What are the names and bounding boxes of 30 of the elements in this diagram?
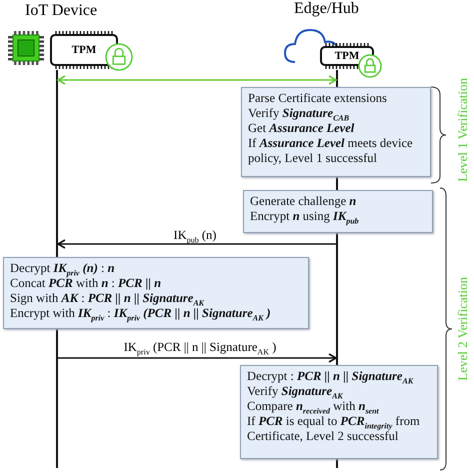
edge-label: IK$_{priv}$ (PCR || n || Signature$_{AK}$ ) — [122, 340, 278, 355]
participant-label: Edge/Hub — [294, 0, 359, 18]
process-box — [241, 87, 431, 177]
step-text: Compare n$_{received}$ with n$_{sent}$ — [247, 399, 380, 414]
process-box — [243, 190, 433, 233]
step-text: Decrypt : PCR || n || Signature$_{AK}$ — [247, 369, 414, 384]
chip-label: TPM — [334, 50, 360, 62]
step-text: Parse Certificate extensions — [248, 91, 388, 106]
edge-label: IK$_{pub}$ (n) — [172, 228, 218, 243]
arrow — [57, 239, 336, 249]
arrow — [57, 75, 337, 85]
step-text: Generate challenge n — [250, 194, 358, 209]
step-text: Verify Signature$_{AK}$ — [247, 384, 344, 399]
process-box — [240, 365, 438, 459]
step-text: Get Assurance Level — [248, 121, 356, 136]
verification-label: Level 2 Verification — [455, 277, 471, 381]
process-box — [3, 257, 309, 329]
step-text: Encrypt n using IK$_{pub}$ — [250, 209, 360, 224]
step-text: If Assurance Level meets device policy, Level 1 successful — [248, 136, 414, 166]
step-text: Concat PCR with n : PCR || n — [10, 276, 162, 291]
tpm-chip — [50, 30, 118, 70]
arrow — [58, 353, 337, 363]
participant-label: IoT Device — [25, 2, 98, 20]
step-text: Sign with AK : PCR || n || Signature$_{AK}$ — [10, 291, 206, 306]
step-text: Decrypt IK$_{priv}$ (n) : n — [10, 261, 116, 276]
step-text: Encrypt with IK$_{priv}$ : IK$_{priv}$ (PCR || n || Signature$_{AK}$ ) — [10, 306, 272, 321]
step-text: Verify Signature$_{CAB}$ — [248, 106, 350, 121]
chip-label: TPM — [70, 44, 98, 56]
step-text: If PCR is equal to PCR$_{integrity}$ from Certificate, Level 2 successful — [247, 414, 421, 444]
verification-label: Level 1 Verification — [455, 78, 471, 182]
